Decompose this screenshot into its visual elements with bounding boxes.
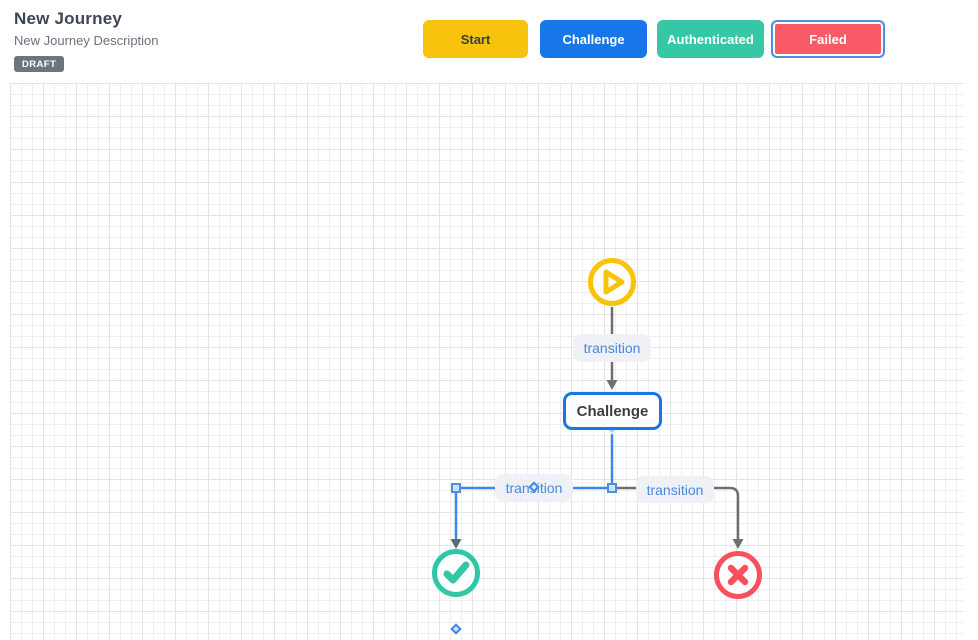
play-icon bbox=[603, 269, 625, 295]
arrowhead-down-icon bbox=[606, 380, 618, 390]
status-badge: DRAFT bbox=[14, 56, 65, 72]
x-icon bbox=[727, 564, 749, 586]
start-button[interactable]: Start bbox=[423, 20, 528, 58]
transition-label[interactable]: transition bbox=[573, 334, 651, 362]
arrowhead-down-icon bbox=[450, 539, 462, 549]
page-description: New Journey Description bbox=[14, 33, 159, 48]
challenge-button[interactable]: Challenge bbox=[540, 20, 647, 58]
arrowhead-down-icon bbox=[732, 539, 744, 549]
failed-button[interactable]: Failed bbox=[771, 20, 885, 58]
failed-node[interactable] bbox=[714, 551, 762, 599]
edges-layer bbox=[450, 307, 744, 549]
start-node[interactable] bbox=[588, 258, 636, 306]
edge-challenge-failed[interactable] bbox=[617, 486, 744, 549]
edge-bend-handle[interactable] bbox=[607, 483, 617, 493]
journey-header: New Journey New Journey Description DRAF… bbox=[14, 9, 159, 72]
authenticated-node[interactable] bbox=[432, 549, 480, 597]
transition-label[interactable]: transition bbox=[636, 476, 714, 503]
page-title: New Journey bbox=[14, 9, 123, 28]
check-icon bbox=[443, 561, 470, 584]
journey-canvas[interactable]: transition transition transition Challen… bbox=[10, 83, 963, 640]
challenge-node[interactable]: Challenge bbox=[563, 392, 662, 430]
authenticated-button[interactable]: Authenticated bbox=[657, 20, 764, 58]
edge-bend-handle[interactable] bbox=[451, 483, 461, 493]
